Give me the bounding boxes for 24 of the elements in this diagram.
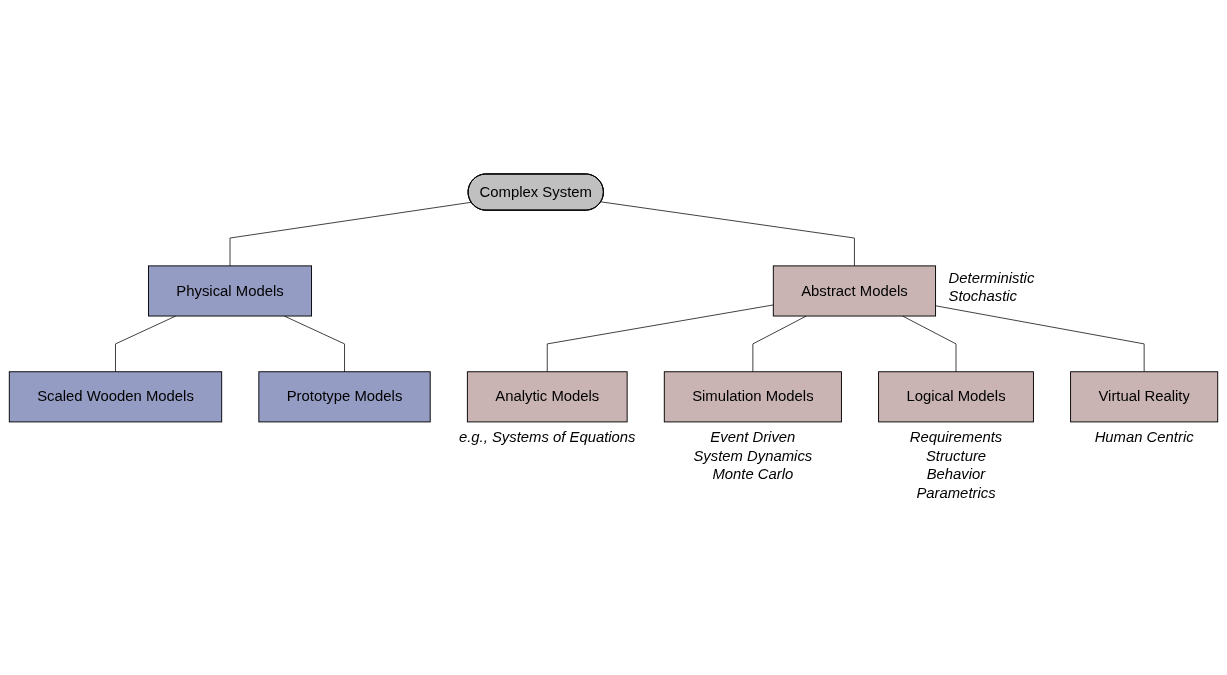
annotation-text: e.g., Systems of Equations: [458, 429, 636, 446]
connector: [229, 201, 472, 267]
annotation-text: Structure: [925, 447, 987, 464]
annotation-text: Monte Carlo: [712, 466, 794, 483]
node-box: Prototype Models: [258, 371, 431, 423]
connector: [935, 305, 1145, 373]
connector: [546, 304, 774, 373]
node-box: Simulation Models: [663, 371, 842, 423]
annotation-text: Behavior: [926, 466, 986, 483]
connector: [902, 315, 957, 373]
annotation-text: Parametrics: [916, 485, 996, 502]
node-box: Physical Models: [148, 265, 312, 317]
annotation-text: Deterministic: [948, 269, 1035, 286]
node-box: Virtual Reality: [1070, 371, 1219, 423]
annotation-text: Human Centric: [1094, 429, 1194, 446]
node-box: Abstract Models: [772, 265, 937, 317]
annotation-text: System Dynamics: [693, 447, 813, 464]
node-box: Logical Models: [878, 371, 1034, 423]
annotation-text: Requirements: [909, 429, 1003, 446]
annotation-text: Stochastic: [948, 288, 1018, 305]
connector: [600, 201, 855, 267]
node-box: Analytic Models: [466, 371, 628, 423]
node-box: Scaled Wooden Models: [8, 371, 223, 423]
annotation-text: Event Driven: [710, 429, 796, 446]
